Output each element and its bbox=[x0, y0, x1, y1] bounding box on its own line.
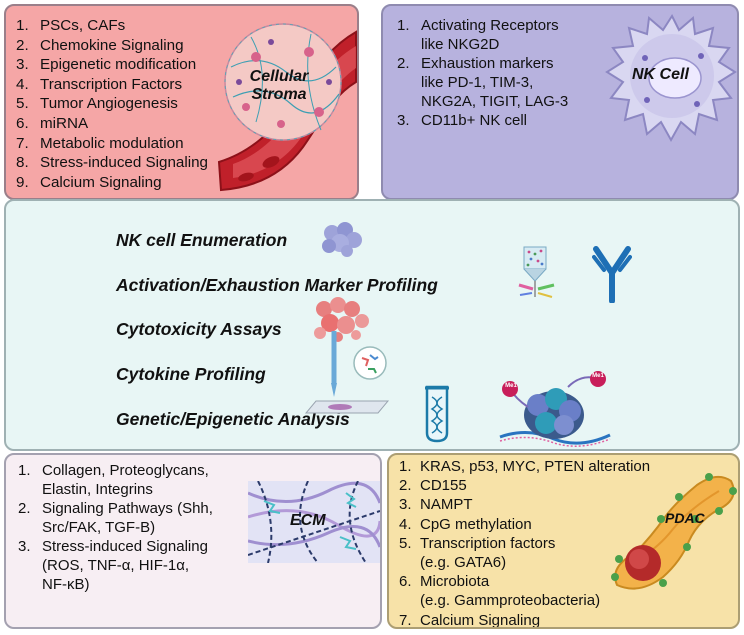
antibody-icon bbox=[592, 246, 632, 303]
nk-cell-label: NK Cell bbox=[632, 66, 689, 83]
cellular-stroma-panel: 1. PSCs, CAFs 2. Chemokine Signaling 3. Epige… bbox=[4, 4, 359, 200]
methyl-badge-right: Me1 bbox=[592, 373, 604, 379]
pdac-item-text: Transcription factors (e.g. GATA6) bbox=[420, 534, 556, 572]
stroma-item-text: Stress-induced Signaling bbox=[40, 154, 209, 172]
ecm-list-item: 1. Collagen, Proteoglycans, Elastin, Inte… bbox=[18, 461, 213, 499]
pdac-item-text: KRAS, p53, MYC, PTEN alteration bbox=[420, 458, 651, 475]
nk-item-number: 3. bbox=[397, 112, 410, 129]
assay-marker-profiling: Activation/Exhaustion Marker Profiling bbox=[116, 275, 438, 295]
stroma-item-number: 1. bbox=[16, 17, 29, 34]
pdac-item-text: CpG methylation bbox=[420, 515, 532, 533]
nk-list-item: 2. Exhaustion markers like PD-1, TIM-3, N… bbox=[397, 54, 568, 111]
pdac-label: PDAC bbox=[665, 510, 705, 526]
pdac-item-number: 1. bbox=[399, 458, 412, 475]
stroma-item-text: Calcium Signaling bbox=[40, 173, 162, 191]
cell-cluster-icon bbox=[322, 222, 362, 257]
ecm-item-number: 2. bbox=[18, 500, 31, 517]
stroma-item-number: 6. bbox=[16, 114, 29, 132]
stroma-item-text: Epigenetic modification bbox=[40, 56, 197, 74]
stroma-item-text: Chemokine Signaling bbox=[40, 36, 184, 54]
nk-item-text: Activating Receptors like NKG2D bbox=[421, 17, 559, 53]
assay-nk-enumeration: NK cell Enumeration bbox=[116, 230, 288, 250]
ecm-item-text: Signaling Pathways (Shh, Src/FAK, TGF-B) bbox=[42, 500, 213, 536]
pdac-list-item: 2. CD155 bbox=[399, 476, 650, 495]
pancreas-illustration bbox=[611, 473, 737, 590]
stroma-item-text: Tumor Angiogenesis bbox=[40, 95, 178, 113]
stroma-item-number: 9. bbox=[16, 173, 29, 191]
pdac-list: 1. KRAS, p53, MYC, PTEN alteration 2. CD155… bbox=[399, 457, 650, 629]
stroma-item-number: 5. bbox=[16, 95, 29, 113]
ecm-item-number: 1. bbox=[18, 462, 31, 479]
stroma-list-item: 6. miRNA bbox=[16, 114, 208, 134]
stroma-item-number: 8. bbox=[16, 154, 29, 172]
pdac-item-text: NAMPT bbox=[420, 496, 473, 514]
stroma-item-number: 3. bbox=[16, 56, 29, 74]
nk-list: 1. Activating Receptors like NKG2D 2. Exhau… bbox=[397, 16, 568, 130]
ecm-list-item: 3. Stress-induced Signaling (ROS, TNF-α, … bbox=[18, 537, 213, 594]
cytokine-slide-icon bbox=[304, 331, 390, 414]
pdac-item-number: 5. bbox=[399, 534, 412, 552]
methyl-badge-left: Me1 bbox=[505, 383, 517, 389]
stroma-list-item: 5. Tumor Angiogenesis bbox=[16, 94, 208, 114]
stroma-list-item: 2. Chemokine Signaling bbox=[16, 36, 208, 56]
nk-item-number: 2. bbox=[397, 55, 410, 72]
ecm-panel: 1. Collagen, Proteoglycans, Elastin, Inte… bbox=[4, 453, 382, 629]
stroma-list-item: 7. Metabolic modulation bbox=[16, 134, 208, 154]
flow-cytometry-icon bbox=[518, 246, 555, 298]
pdac-item-number: 4. bbox=[399, 515, 412, 533]
nk-list-item: 3. CD11b+ NK cell bbox=[397, 111, 568, 130]
pdac-panel: 1. KRAS, p53, MYC, PTEN alteration 2. CD155… bbox=[387, 453, 740, 629]
pdac-list-item: 4. CpG methylation bbox=[399, 515, 650, 534]
stroma-list-item: 4. Transcription Factors bbox=[16, 75, 208, 95]
pdac-item-text: Calcium Signaling bbox=[420, 611, 541, 629]
pdac-item-number: 7. bbox=[399, 611, 412, 629]
pdac-item-number: 2. bbox=[399, 477, 412, 495]
pdac-item-number: 6. bbox=[399, 573, 412, 591]
ecm-item-number: 3. bbox=[18, 538, 31, 555]
pdac-item-text: CD155 bbox=[420, 477, 467, 495]
assays-panel: NK cell Enumeration Activation/Exhaustio… bbox=[4, 199, 740, 451]
stroma-label-line1: Cellular bbox=[249, 68, 309, 85]
nk-cell-illustration bbox=[605, 13, 737, 143]
pdac-list-item: 1. KRAS, p53, MYC, PTEN alteration bbox=[399, 457, 650, 476]
stroma-item-number: 2. bbox=[16, 36, 29, 54]
pdac-list-item: 7. Calcium Signaling bbox=[399, 611, 650, 629]
stroma-label: Cellular Stroma bbox=[234, 68, 324, 104]
pdac-item-number: 3. bbox=[399, 496, 412, 514]
ecm-label: ECM bbox=[290, 512, 326, 529]
nk-item-text: CD11b+ NK cell bbox=[421, 112, 528, 129]
nk-cell-panel: 1. Activating Receptors like NKG2D 2. Exhau… bbox=[381, 4, 739, 200]
pdac-item-text: Microbiota (e.g. Gammproteobacteria) bbox=[420, 573, 601, 610]
ecm-fiber-illustration bbox=[248, 481, 380, 563]
stroma-item-text: miRNA bbox=[40, 114, 89, 132]
stroma-item-number: 7. bbox=[16, 134, 29, 152]
ecm-item-text: Stress-induced Signaling (ROS, TNF-α, HI… bbox=[42, 538, 208, 593]
ecm-list: 1. Collagen, Proteoglycans, Elastin, Inte… bbox=[18, 461, 213, 594]
stroma-list-item: 1. PSCs, CAFs bbox=[16, 16, 208, 36]
stroma-item-text: PSCs, CAFs bbox=[40, 17, 126, 34]
ecm-item-text: Collagen, Proteoglycans, Elastin, Integr… bbox=[42, 462, 209, 498]
nk-list-item: 1. Activating Receptors like NKG2D bbox=[397, 16, 568, 54]
assay-cytotoxicity: Cytotoxicity Assays bbox=[116, 319, 282, 339]
stroma-list-item: 8. Stress-induced Signaling bbox=[16, 153, 208, 173]
nk-item-text: Exhaustion markers like PD-1, TIM-3, NKG… bbox=[421, 55, 569, 110]
stroma-label-line2: Stroma bbox=[251, 86, 307, 103]
assay-genetic-epigenetic: Genetic/Epigenetic Analysis bbox=[116, 409, 350, 429]
stroma-list-item: 3. Epigenetic modification bbox=[16, 55, 208, 75]
nucleosome-icon bbox=[499, 371, 611, 447]
stroma-item-number: 4. bbox=[16, 75, 29, 93]
blood-vessel-illustration bbox=[217, 23, 357, 192]
dna-tube-icon bbox=[425, 385, 449, 443]
assay-cytokine-profiling: Cytokine Profiling bbox=[116, 364, 266, 384]
stroma-list: 1. PSCs, CAFs 2. Chemokine Signaling 3. Epige… bbox=[16, 16, 208, 192]
cytotoxicity-cells-icon bbox=[314, 297, 369, 342]
stroma-item-text: Metabolic modulation bbox=[40, 134, 184, 152]
nk-item-number: 1. bbox=[397, 17, 410, 34]
pdac-list-item: 6. Microbiota (e.g. Gammproteobacteria) bbox=[399, 572, 650, 610]
stroma-list-item: 9. Calcium Signaling bbox=[16, 173, 208, 193]
ecm-list-item: 2. Signaling Pathways (Shh, Src/FAK, TGF-… bbox=[18, 499, 213, 537]
pdac-list-item: 5. Transcription factors (e.g. GATA6) bbox=[399, 534, 650, 572]
stroma-item-text: Transcription Factors bbox=[40, 75, 183, 93]
pdac-list-item: 3. NAMPT bbox=[399, 495, 650, 514]
